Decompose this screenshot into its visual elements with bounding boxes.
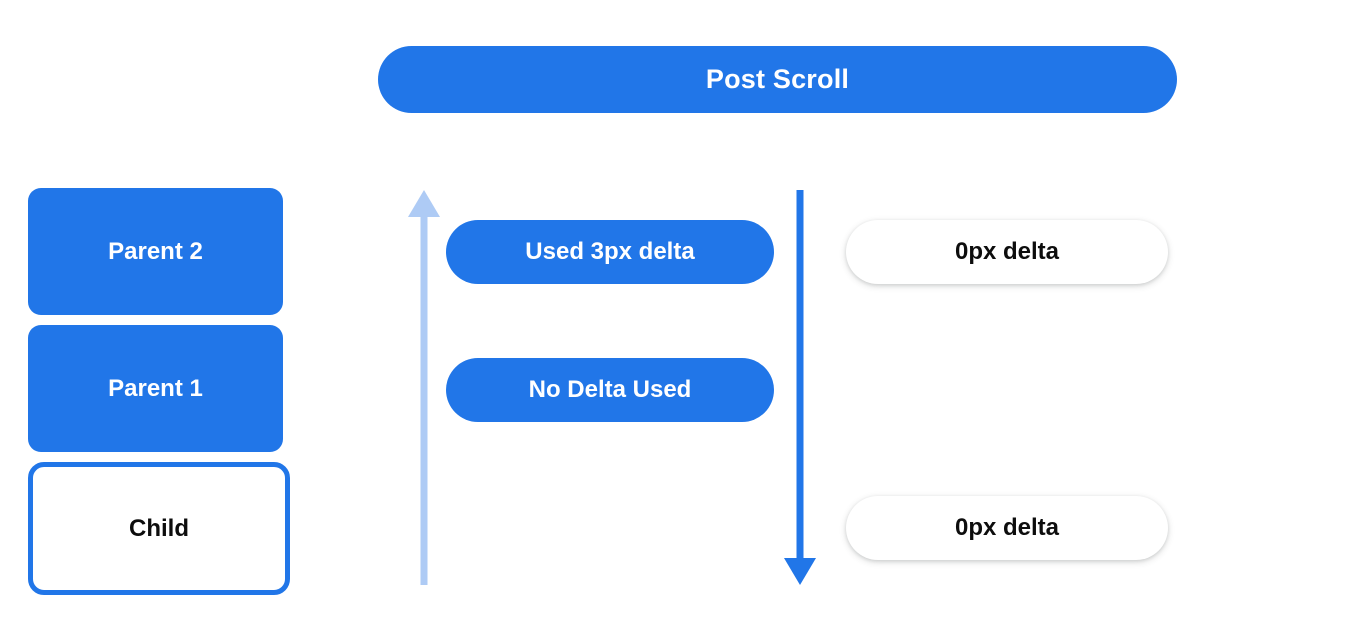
post-scroll-banner-label: Post Scroll (705, 64, 850, 94)
arrow-up-icon (408, 190, 440, 585)
arrow-down-icon (784, 190, 816, 585)
stack-box-child: Child (28, 462, 290, 595)
pill-zero-delta-top: 0px delta (846, 220, 1168, 284)
pill-no-delta-used-label: No Delta Used (528, 376, 692, 403)
pill-used-3px-delta: Used 3px delta (446, 220, 774, 284)
pill-used-3px-delta-label: Used 3px delta (525, 238, 695, 265)
post-scroll-banner: Post Scroll (378, 46, 1177, 113)
stack-box-parent-1-label: Parent 1 (108, 374, 203, 402)
stack-box-parent-2-label: Parent 2 (108, 237, 203, 265)
stack-box-child-label: Child (129, 514, 189, 542)
stack-box-parent-1: Parent 1 (28, 325, 283, 452)
pill-zero-delta-bottom-label: 0px delta (954, 514, 1060, 541)
stack-box-parent-2: Parent 2 (28, 188, 283, 315)
pill-no-delta-used: No Delta Used (446, 358, 774, 422)
pill-zero-delta-top-label: 0px delta (954, 238, 1060, 265)
pill-zero-delta-bottom: 0px delta (846, 496, 1168, 560)
